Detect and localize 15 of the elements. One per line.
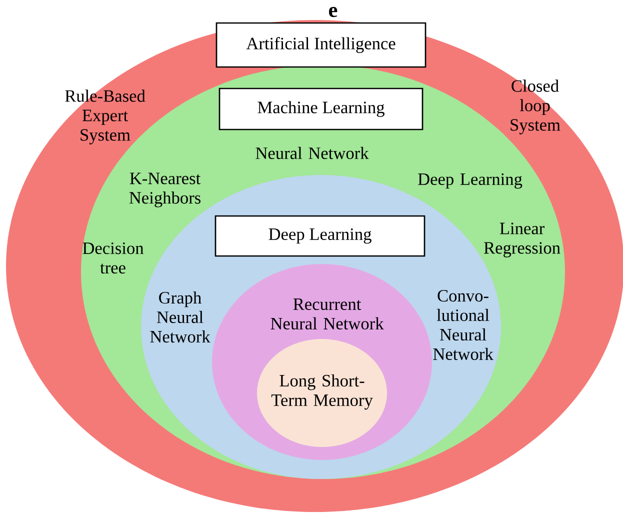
text-label: Recurrent Neural Network <box>270 298 384 330</box>
heading-box: Machine Learning <box>218 88 424 130</box>
text-label: Convo-lutional Neural Network <box>433 290 494 360</box>
text-label: Deep Learning <box>418 173 522 189</box>
text-label: Linear Regression <box>484 222 560 258</box>
text-label: Long Short-Term Memory <box>271 374 373 410</box>
ellipse <box>257 339 387 447</box>
text-label: Neural Network <box>256 146 369 160</box>
text-label: Decision tree <box>82 242 144 274</box>
text-label: Graph Neural Network <box>150 291 210 343</box>
heading-box: Artificial Intelligence <box>216 22 426 68</box>
text-label: K-Nearest Neighbors <box>129 172 200 208</box>
heading-box: Deep Learning <box>214 215 426 257</box>
text-label: Closed loop System <box>510 80 560 134</box>
panel-letter: e <box>329 6 338 18</box>
